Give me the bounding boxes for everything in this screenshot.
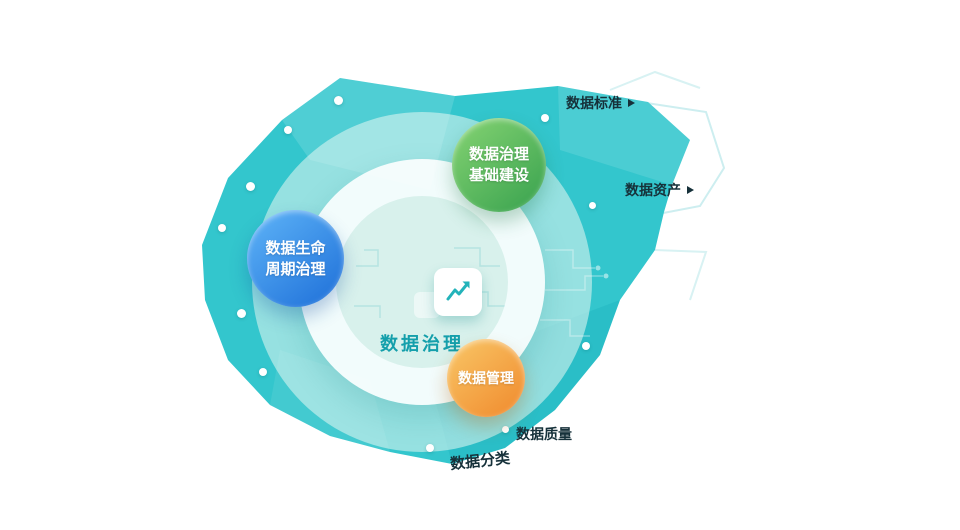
annotation-data-standard: 数据标准 [566,93,635,113]
decor-dot [541,114,549,122]
annotation-data-standard-label: 数据标准 [566,95,622,111]
center-label: 数据治理 [380,334,464,354]
decor-dot [284,126,292,134]
decor-dot [237,309,246,318]
decor-dot [218,224,226,232]
trend-chart-icon [434,268,482,316]
annotation-data-quality-label: 数据质量 [516,426,572,442]
decor-dot [426,444,434,452]
decor-dot [259,368,267,376]
annotation-data-asset-label: 数据资产 [625,182,681,198]
decor-dot [502,426,509,433]
badge-lifecycle-line2: 周期治理 [265,260,326,278]
badge-foundation: 数据治理 基础建设 [452,118,546,212]
arrow-right-icon [628,99,635,107]
badge-management-line1: 数据管理 [458,370,514,386]
annotation-data-asset: 数据资产 [625,180,694,200]
badge-management: 数据管理 [447,339,525,417]
badge-lifecycle: 数据生命 周期治理 [247,210,344,307]
badge-foundation-line2: 基础建设 [468,167,529,184]
decor-dot [246,182,255,191]
badge-foundation-line1: 数据治理 [468,146,529,163]
decor-dot [589,202,596,209]
badge-lifecycle-line1: 数据生命 [265,239,326,257]
circuit-pattern [540,249,609,337]
arrow-right-icon [687,186,694,194]
decor-dot [334,96,343,105]
annotation-data-quality: 数据质量 [516,424,572,444]
decor-dot [582,342,590,350]
